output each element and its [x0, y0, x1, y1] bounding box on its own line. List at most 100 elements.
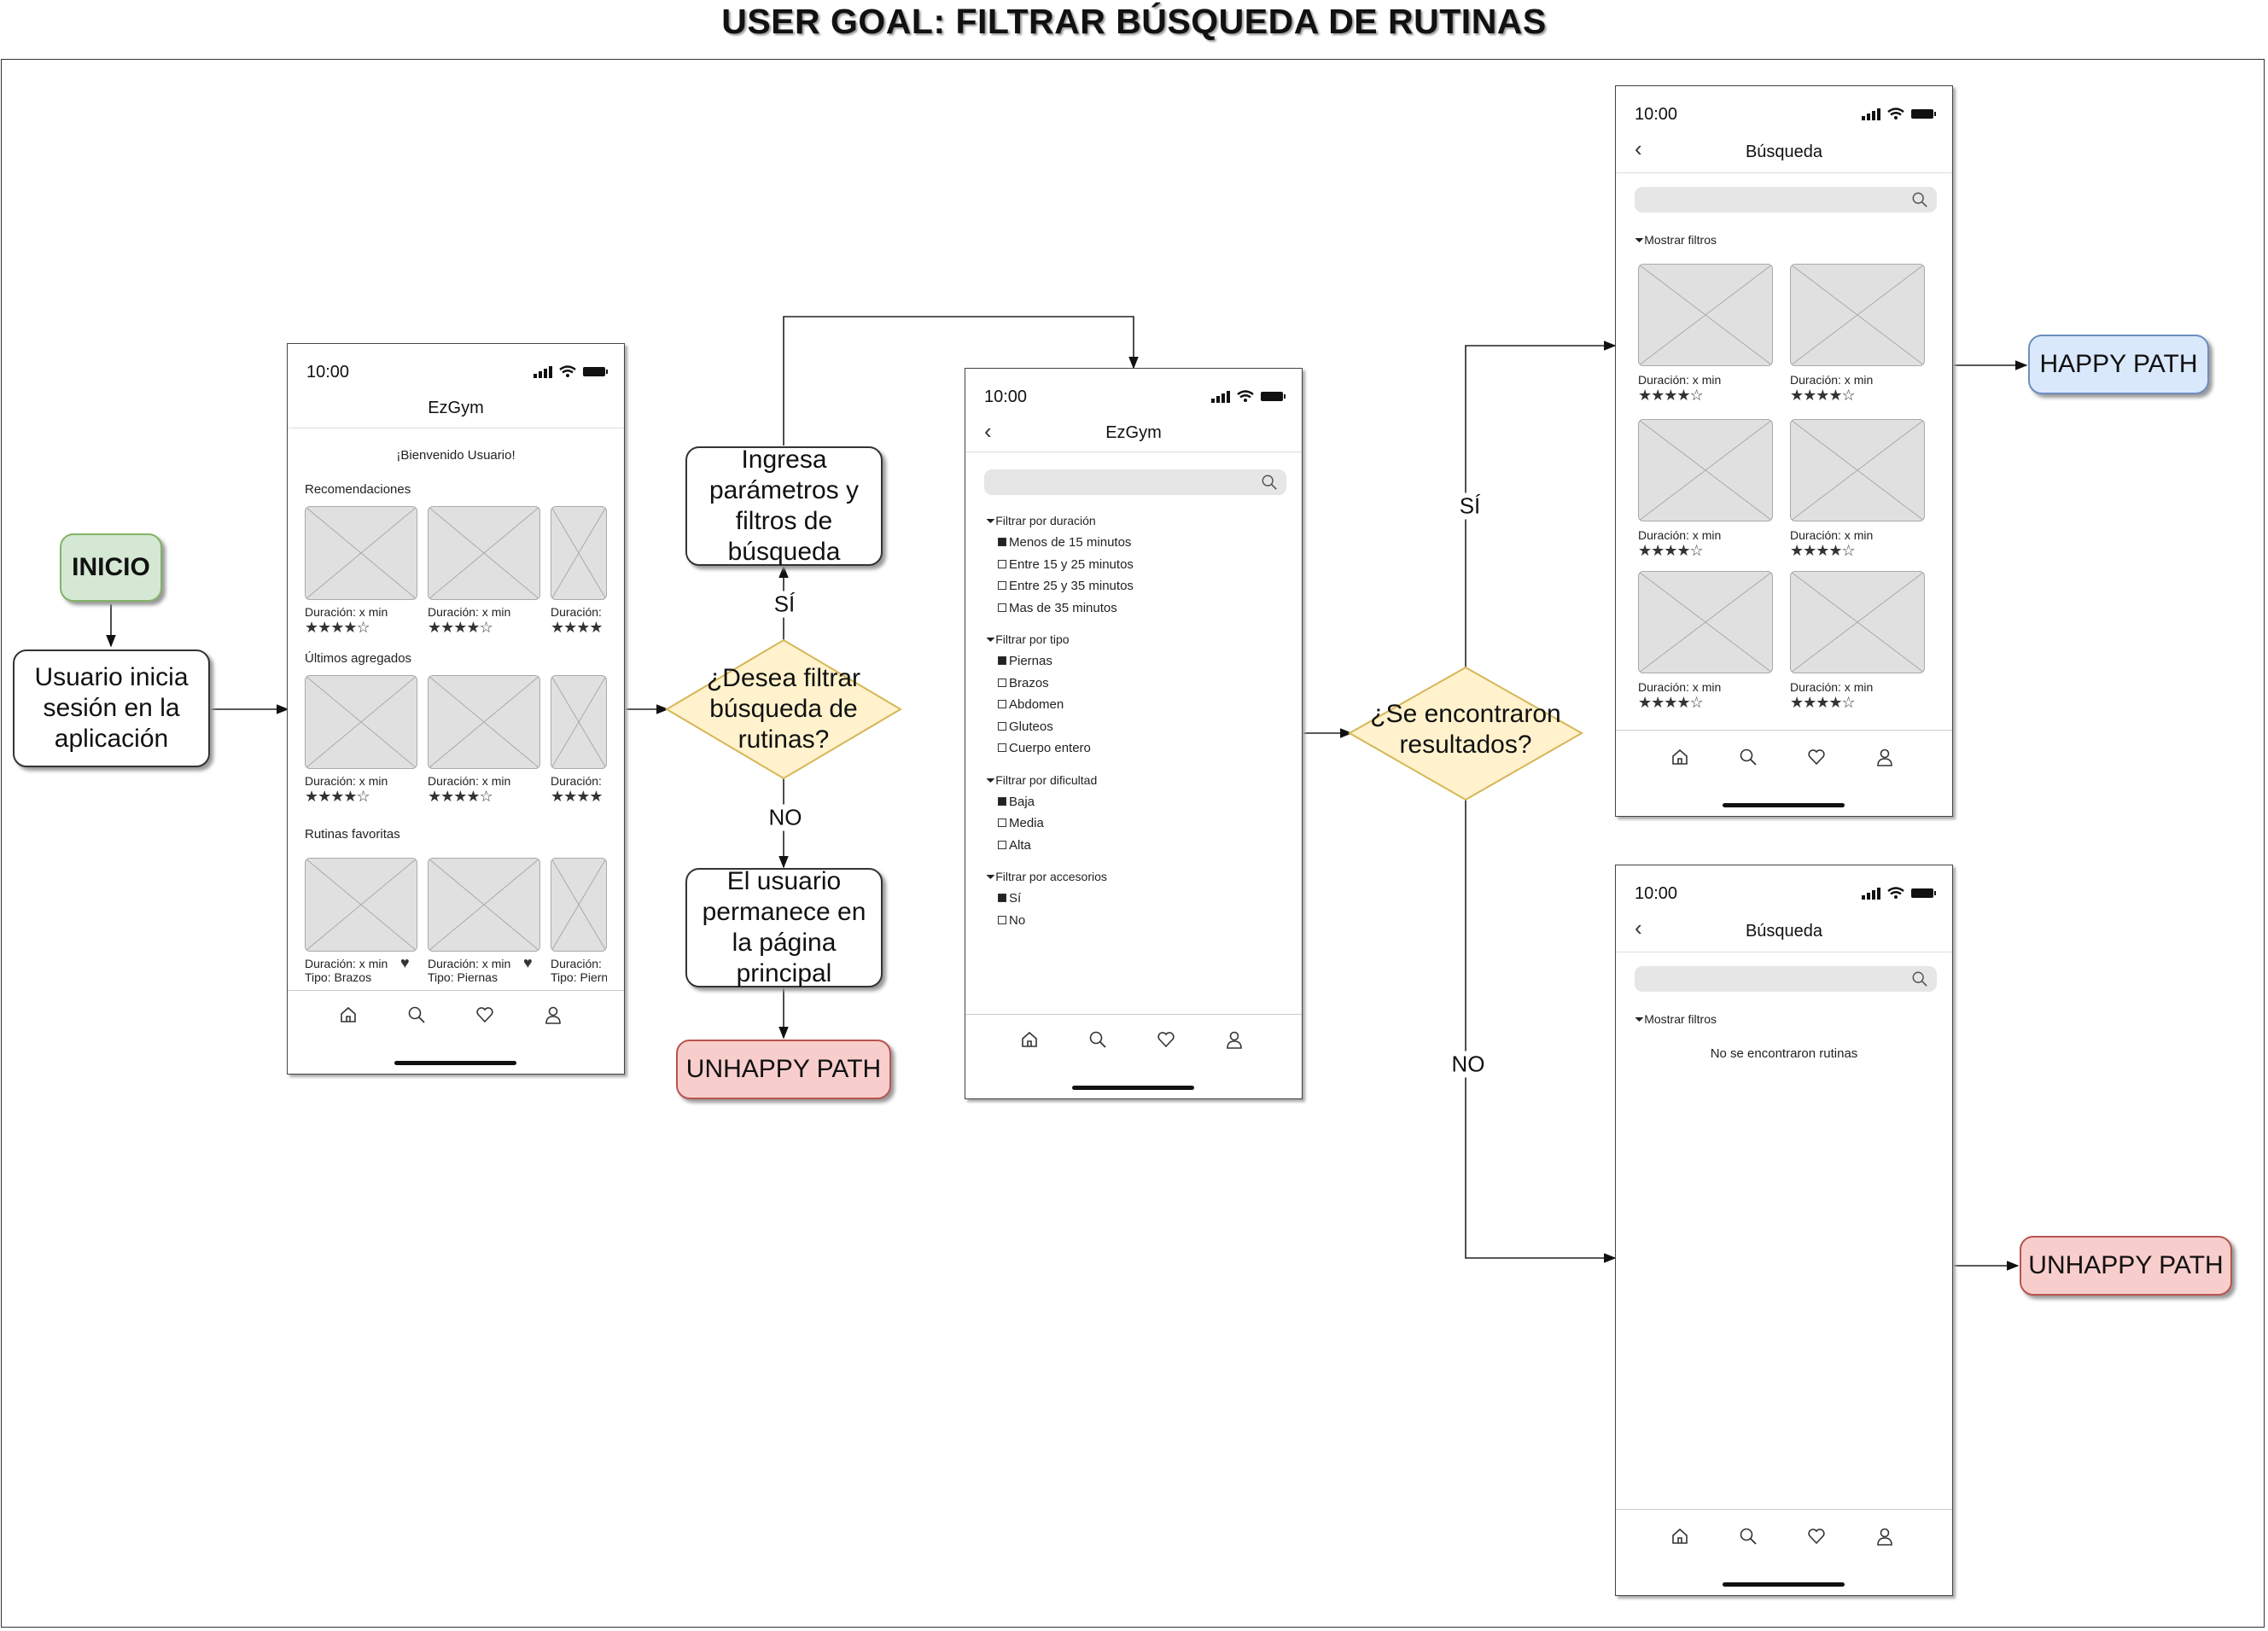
checkbox[interactable] — [998, 603, 1006, 612]
card-duration: Duración: x min — [428, 957, 511, 970]
edge-decision-results — [1465, 341, 1617, 667]
search-bar[interactable] — [1635, 966, 1937, 992]
signal-icon — [1862, 108, 1880, 120]
back-icon[interactable]: ‹ — [984, 418, 992, 444]
checkbox[interactable] — [998, 656, 1006, 666]
heart-icon[interactable] — [1157, 1030, 1175, 1049]
filter-option[interactable]: No — [998, 913, 1025, 928]
placeholder-image[interactable] — [305, 506, 417, 600]
placeholder-image[interactable] — [428, 675, 540, 769]
placeholder-image[interactable] — [305, 858, 417, 952]
heart-icon[interactable]: ♥ — [523, 954, 533, 971]
filter-option[interactable]: Gluteos — [998, 719, 1053, 734]
search-icon[interactable] — [1739, 748, 1758, 766]
empty-message: No se encontraron rutinas — [1710, 1046, 1858, 1061]
home-icon[interactable] — [1020, 1030, 1039, 1049]
decision-results-diamond — [1347, 666, 1584, 801]
user-icon[interactable] — [1225, 1030, 1244, 1049]
filter-option[interactable]: Media — [998, 816, 1044, 830]
placeholder-image[interactable] — [1638, 419, 1773, 521]
card-duration: Duración: x min — [305, 605, 388, 619]
rating-stars: ★★★★☆ — [305, 788, 370, 805]
search-icon[interactable] — [1739, 1527, 1758, 1546]
wifi-icon — [1237, 390, 1254, 399]
home-icon[interactable] — [1670, 748, 1689, 766]
section-recomendaciones: Recomendaciones — [305, 482, 411, 497]
card-duration: Duración: x min — [1638, 373, 1722, 387]
rating-stars: ★★★★ — [551, 619, 603, 636]
checkbox[interactable] — [998, 818, 1006, 828]
placeholder-image[interactable] — [428, 858, 540, 952]
filter-option[interactable]: Sí — [998, 891, 1021, 906]
placeholder-image[interactable] — [1790, 571, 1925, 673]
edge-label-si-1: SÍ — [772, 591, 797, 618]
placeholder-image[interactable] — [551, 858, 607, 952]
edge-label-si-2: SÍ — [1457, 492, 1483, 520]
search-icon[interactable] — [1088, 1030, 1107, 1049]
filter-option[interactable]: Abdomen — [998, 697, 1064, 712]
home-icon[interactable] — [1670, 1527, 1689, 1546]
status-icons — [533, 365, 608, 378]
filter-option[interactable]: Menos de 15 minutos — [998, 535, 1131, 550]
decision-filter-diamond — [665, 638, 902, 780]
checkbox[interactable] — [998, 538, 1006, 547]
heart-icon[interactable]: ♥ — [400, 954, 410, 971]
placeholder-image[interactable] — [1790, 264, 1925, 366]
search-icon — [1262, 475, 1277, 490]
home-screen-mockup: 10:00 EzGym ¡Bienvenido Usuario! Recomen… — [287, 343, 625, 1075]
placeholder-image[interactable] — [305, 675, 417, 769]
status-icons — [1862, 887, 1936, 900]
checkbox[interactable] — [998, 559, 1006, 568]
show-filters-link[interactable]: ⏷Mostrar filtros — [1635, 1012, 1717, 1026]
checkbox[interactable] — [998, 796, 1006, 806]
placeholder-image[interactable] — [428, 506, 540, 600]
card-duration: Duración: x min — [1638, 680, 1722, 694]
rating-stars: ★★★★☆ — [428, 788, 493, 805]
checkbox[interactable] — [998, 721, 1006, 731]
heart-icon[interactable] — [1807, 1527, 1826, 1546]
placeholder-image[interactable] — [551, 675, 607, 769]
filter-option[interactable]: Mas de 35 minutos — [998, 601, 1117, 615]
card-duration: Duración: — [551, 605, 602, 619]
status-icons — [1211, 390, 1286, 403]
checkbox[interactable] — [998, 581, 1006, 591]
heart-icon[interactable] — [1807, 748, 1826, 766]
search-bar[interactable] — [1635, 187, 1937, 213]
filter-option[interactable]: Piernas — [998, 654, 1052, 668]
user-icon[interactable] — [544, 1005, 563, 1024]
user-icon[interactable] — [1875, 1527, 1894, 1546]
placeholder-image[interactable] — [1790, 419, 1925, 521]
home-icon[interactable] — [339, 1005, 358, 1024]
back-icon[interactable]: ‹ — [1635, 136, 1642, 161]
checkbox[interactable] — [998, 840, 1006, 849]
filter-option[interactable]: Alta — [998, 838, 1031, 853]
filter-option[interactable]: Entre 15 y 25 minutos — [998, 557, 1134, 572]
placeholder-image[interactable] — [1638, 264, 1773, 366]
filter-option[interactable]: Cuerpo entero — [998, 741, 1091, 755]
filter-group-heading: ⏷Filtrar por tipo — [986, 632, 1070, 646]
home-indicator — [1072, 1086, 1194, 1090]
show-filters-link[interactable]: ⏷Mostrar filtros — [1635, 233, 1717, 247]
checkbox[interactable] — [998, 894, 1006, 903]
search-bar[interactable] — [984, 469, 1286, 495]
checkbox[interactable] — [998, 700, 1006, 709]
filter-option[interactable]: Brazos — [998, 676, 1049, 690]
placeholder-image[interactable] — [1638, 571, 1773, 673]
user-icon[interactable] — [1875, 748, 1894, 766]
rating-stars: ★★★★☆ — [1790, 542, 1856, 559]
checkbox[interactable] — [998, 743, 1006, 753]
filter-option[interactable]: Entre 25 y 35 minutos — [998, 579, 1134, 593]
wifi-icon — [1887, 108, 1904, 116]
enter-params-node: Ingresa parámetros y filtros de búsqueda — [685, 446, 883, 566]
placeholder-image[interactable] — [551, 506, 607, 600]
heart-icon[interactable] — [475, 1005, 494, 1024]
diagram-title: USER GOAL: FILTRAR BÚSQUEDA DE RUTINAS — [721, 2, 1547, 41]
search-icon — [1912, 971, 1927, 987]
checkbox[interactable] — [998, 915, 1006, 924]
checkbox[interactable] — [998, 678, 1006, 687]
filter-option[interactable]: Baja — [998, 795, 1035, 809]
card-duration: Duración: — [551, 774, 602, 788]
back-icon[interactable]: ‹ — [1635, 915, 1642, 941]
search-icon[interactable] — [407, 1005, 426, 1024]
